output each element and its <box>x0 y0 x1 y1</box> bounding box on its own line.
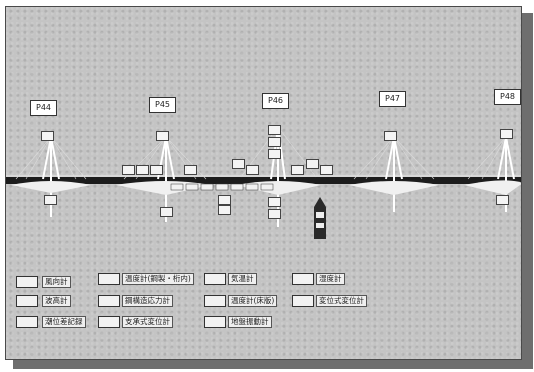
temperature-sensor-icon <box>232 159 245 169</box>
vessel <box>314 197 326 239</box>
legend-label: 温度計(床版) <box>228 295 278 307</box>
strain-gauge-icon <box>150 165 163 175</box>
displacement-sensor-icon <box>218 205 231 215</box>
anemometer-icon <box>268 125 281 135</box>
temperature-sensor-icon <box>291 165 304 175</box>
legend-air-temp-icon <box>204 273 226 285</box>
pier-label-p44: P44 <box>30 100 58 116</box>
thermometer-icon <box>268 149 281 159</box>
legend-label: 鋼構造応力計 <box>122 295 173 307</box>
wave-gauge-icon <box>496 195 509 205</box>
bridge-diagram <box>6 126 521 239</box>
pier-label-p45: P45 <box>149 97 177 113</box>
legend-label: 風向計 <box>42 276 71 288</box>
temperature-sensor-icon <box>246 165 259 175</box>
wave-gauge-icon <box>44 195 57 205</box>
pier-p47-structure <box>349 136 439 212</box>
diagram-frame: P44 P45 P46 P47 P48 風向計 波高計 潮位差記録 温度計(鋼製… <box>5 6 522 360</box>
thermometer-icon <box>268 137 281 147</box>
legend-label: 潮位差記録 <box>42 316 86 328</box>
anemometer-icon <box>384 131 397 141</box>
bridge-deck <box>6 177 521 184</box>
humidity-sensor-icon <box>306 159 319 169</box>
strain-gauge-icon <box>122 165 135 175</box>
seismometer-icon <box>268 209 281 219</box>
displacement-sensor-icon <box>218 195 231 205</box>
humidity-sensor-icon <box>320 165 333 175</box>
legend-humidity-icon <box>292 273 314 285</box>
legend-anemometer-icon <box>16 276 38 288</box>
seismometer-icon <box>268 197 281 207</box>
legend-label: 温度計(鋼製・桁内) <box>122 273 194 285</box>
legend-displacement-meter-icon <box>292 295 314 307</box>
strain-gauge-icon <box>184 165 197 175</box>
legend-seismometer-icon <box>204 316 226 328</box>
displacement-sensor-icon <box>160 207 173 217</box>
legend-label: 支承式変位計 <box>122 316 173 328</box>
pier-label-p48: P48 <box>494 89 521 105</box>
legend-label: 波高計 <box>42 295 71 307</box>
legend-thermometer-icon <box>98 273 120 285</box>
strain-gauge-icon <box>136 165 149 175</box>
anemometer-icon <box>41 131 54 141</box>
legend-slab-temp-icon <box>204 295 226 307</box>
pier-p48-structure <box>464 136 521 212</box>
pier-label-p47: P47 <box>379 91 407 107</box>
legend-label: 地盤振動計 <box>228 316 272 328</box>
deck-sensor-strip <box>170 183 274 191</box>
pier-p44-structure <box>11 136 91 217</box>
legend-tide-gauge-icon <box>16 316 38 328</box>
pier-label-p46: P46 <box>262 93 290 109</box>
legend-stress-gauge-icon <box>98 295 120 307</box>
legend-label: 気温計 <box>228 273 257 285</box>
legend-wave-gauge-icon <box>16 295 38 307</box>
anemometer-icon <box>500 129 513 139</box>
legend-label: 湿度計 <box>316 273 345 285</box>
legend-displacement-icon <box>98 316 120 328</box>
legend-label: 変位式変位計 <box>316 295 367 307</box>
anemometer-icon <box>156 131 169 141</box>
